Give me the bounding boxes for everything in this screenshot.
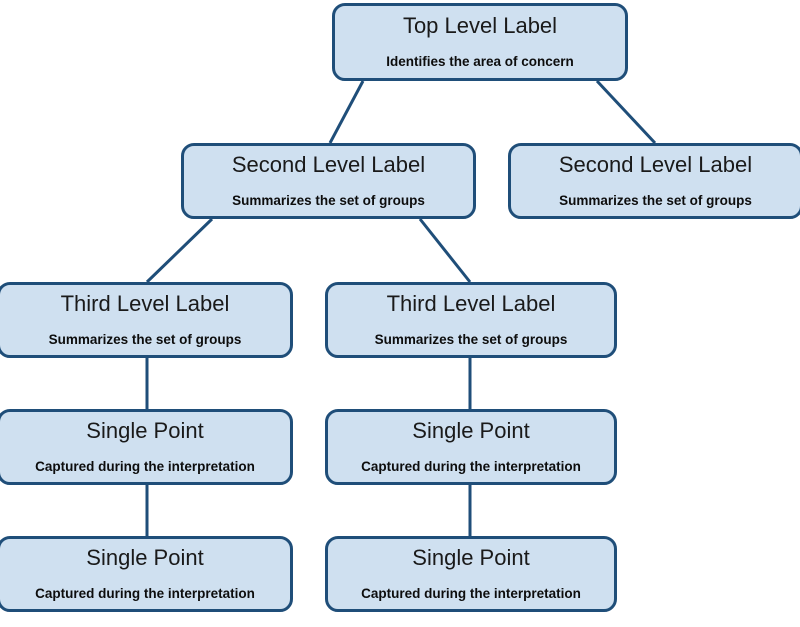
node-title: Single Point (86, 545, 204, 571)
node-subtitle: Captured during the interpretation (35, 586, 255, 602)
node-subtitle: Summarizes the set of groups (232, 193, 425, 209)
node-title: Single Point (412, 418, 530, 444)
node-title: Second Level Label (231, 152, 426, 178)
node-title: Third Level Label (60, 291, 230, 317)
node-subtitle: Summarizes the set of groups (48, 332, 242, 348)
node-subtitle: Captured during the interpretation (361, 586, 581, 602)
node-title: Third Level Label (386, 291, 556, 317)
connector-second-left-to-third-right (418, 218, 472, 283)
connector-top-to-second-left (328, 80, 365, 144)
node-title: Single Point (86, 418, 204, 444)
node-title: Second Level Label (558, 152, 753, 178)
node-subtitle: Captured during the interpretation (35, 459, 255, 475)
node-title: Single Point (412, 545, 530, 571)
node-subtitle: Summarizes the set of groups (374, 332, 568, 348)
node-subtitle: Summarizes the set of groups (559, 193, 752, 209)
connector-second-left-to-third-left (145, 217, 214, 284)
node-subtitle: Captured during the interpretation (361, 459, 581, 475)
node-subtitle: Identifies the area of concern (386, 54, 574, 70)
connector-top-to-second-right (595, 79, 657, 145)
node-title: Top Level Label (402, 13, 558, 39)
